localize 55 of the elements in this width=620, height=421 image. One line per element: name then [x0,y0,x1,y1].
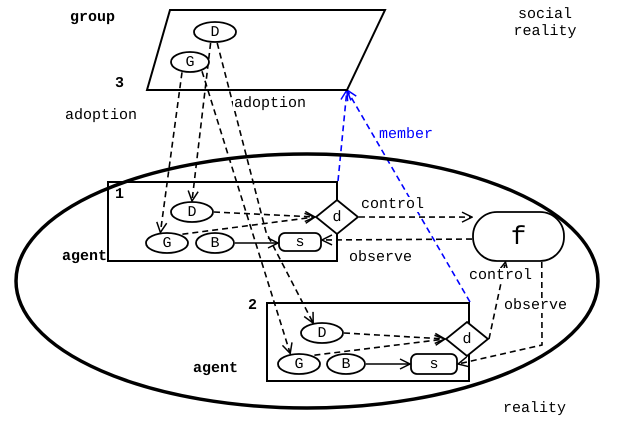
edge-label: control [468,268,534,283]
rounded-box [278,232,322,252]
node-label: D [317,326,326,340]
state-ellipse [170,201,214,223]
number-label: 2 [248,298,258,313]
heading-label: agent [193,361,238,376]
node-label: D [210,24,220,40]
arrow [457,262,543,368]
arrow [488,261,510,340]
arrow [346,89,471,302]
arrow [187,42,212,202]
edge-label: adoption [64,108,138,123]
arrow [216,42,314,324]
number-label: 3 [115,76,124,91]
node-label: G [294,356,304,372]
edge-label: adoption [233,96,308,111]
edge-label: control [360,197,426,212]
decision-diamond [445,321,489,357]
node-label: d [332,210,342,224]
region-label: social reality [512,6,578,40]
node-label: G [185,54,194,70]
node-label: B [341,356,350,372]
node-label: f [510,224,526,250]
arrow [182,212,316,235]
arrow [314,334,446,356]
heading-label: reality [503,401,566,416]
node-label: d [462,332,472,346]
state-ellipse [145,232,189,254]
arrow [235,237,279,249]
state-ellipse [193,21,237,43]
arrow [366,358,411,370]
node-label: s [295,234,304,250]
decision-diamond [315,199,359,235]
heading-label: agent [62,249,108,264]
node-label: G [162,236,172,250]
heading-label: group [70,10,116,25]
arrow [321,234,472,246]
arrow [201,71,293,354]
rounded-box [472,211,565,262]
number-label: 1 [115,187,124,202]
node-label: B [210,236,220,250]
state-ellipse [277,353,321,375]
arrow [359,211,473,223]
node-label: s [429,356,438,372]
state-ellipse [326,353,366,375]
arrow [156,72,183,234]
arrow [337,89,352,182]
state-ellipse [170,51,210,73]
node-label: D [187,204,196,220]
state-ellipse [300,322,344,344]
arrow [344,332,446,344]
arrow [214,210,316,222]
rounded-box [410,353,458,375]
edge-label: observe [503,298,568,313]
state-ellipse [195,232,235,254]
